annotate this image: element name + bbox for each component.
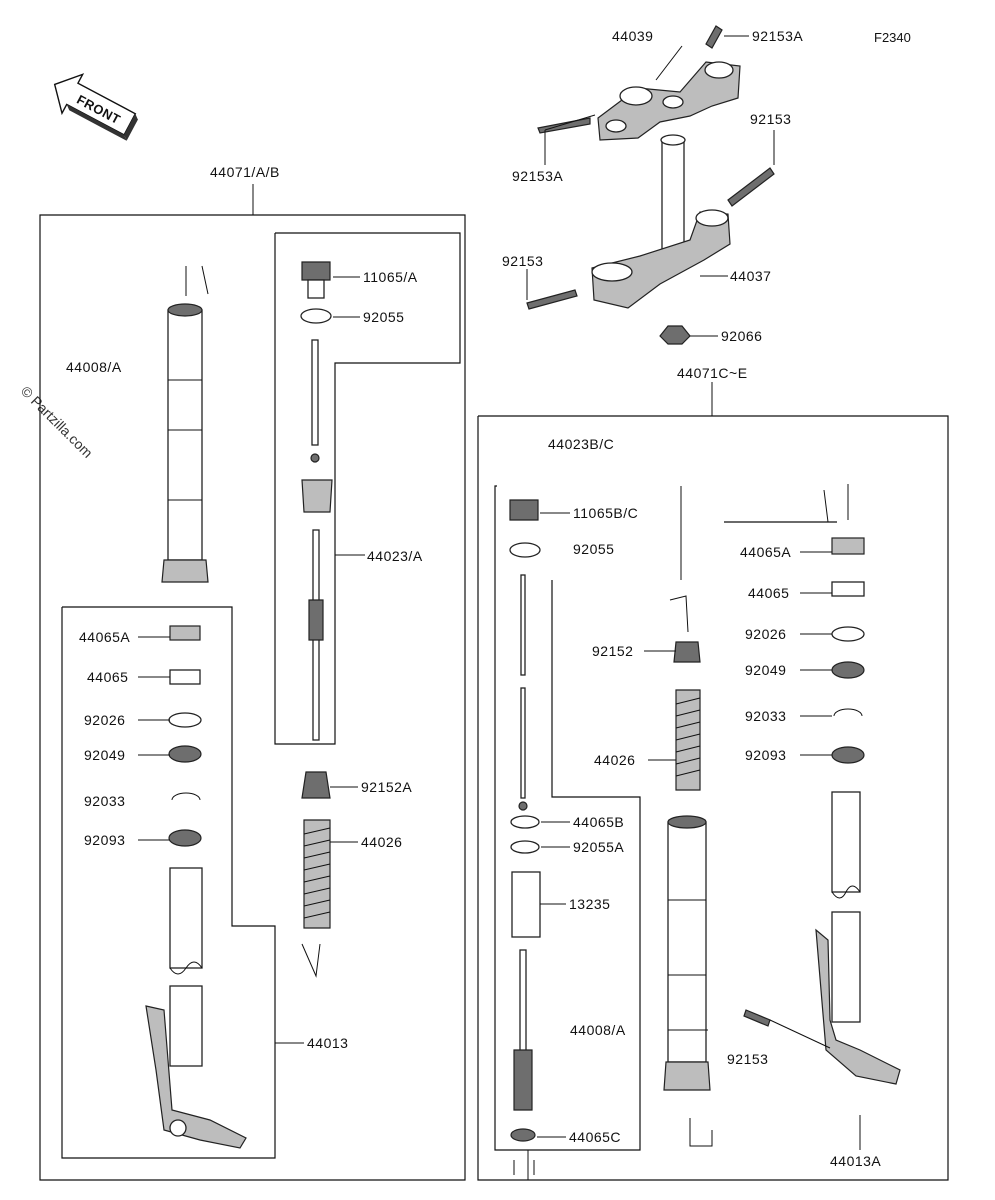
upper-triple-clamp	[597, 61, 741, 141]
outer-tube-right	[663, 815, 713, 1147]
seals-left	[168, 625, 202, 847]
callout-44023a: 44023/A	[367, 548, 423, 564]
callout-44039: 44039	[612, 28, 653, 44]
callout-44013: 44013	[307, 1035, 348, 1051]
callout-92153a-top: 92153A	[752, 28, 803, 44]
callout-44008a-left: 44008/A	[66, 359, 122, 375]
callout-44065a-left: 44065A	[79, 629, 130, 645]
callout-44065a-right: 44065A	[740, 544, 791, 560]
callout-92153-right: 92153	[727, 1051, 768, 1067]
spring-right	[669, 486, 701, 791]
callout-44026-right: 44026	[594, 752, 635, 768]
watermark: © Partzilla.com	[18, 383, 96, 461]
callout-92153-top: 92153	[750, 111, 791, 127]
callout-92055a: 92055A	[573, 839, 624, 855]
callout-labels: 44039 92153A 92153A 92153 92153 44037 92…	[66, 28, 881, 1169]
callout-92093-left: 92093	[84, 832, 125, 848]
callout-92049-right: 92049	[745, 662, 786, 678]
front-arrow-icon: FRONT	[53, 73, 138, 141]
callout-44065-right: 44065	[748, 585, 789, 601]
callout-92152a: 92152A	[361, 779, 412, 795]
callout-44037: 44037	[730, 268, 771, 284]
callout-92153-left: 92153	[502, 253, 543, 269]
callout-44013a: 44013A	[830, 1153, 881, 1169]
cartridge-right	[509, 499, 541, 1175]
callout-44023bc: 44023B/C	[548, 436, 614, 452]
callout-92055-right: 92055	[573, 541, 614, 557]
outer-tube-left	[161, 265, 209, 583]
callout-92093-right: 92093	[745, 747, 786, 763]
left-fork-assembly: 44071/A/B	[39, 164, 466, 1181]
callout-11065bc: 11065B/C	[573, 505, 638, 521]
spring-left	[301, 771, 331, 978]
callout-44065-left: 44065	[87, 669, 128, 685]
steering-stem-lower-clamp	[591, 134, 731, 345]
callout-92026-right: 92026	[745, 626, 786, 642]
callout-92066: 92066	[721, 328, 762, 344]
group-label-left: 44071/A/B	[210, 164, 280, 180]
callout-11065a: 11065/A	[363, 269, 418, 285]
figure-code: F2340	[874, 30, 911, 45]
leader-lines	[138, 35, 861, 1180]
callout-92152: 92152	[592, 643, 633, 659]
callout-92055-left: 92055	[363, 309, 404, 325]
callout-92033-right: 92033	[745, 708, 786, 724]
inner-tube-left	[145, 867, 247, 1149]
seals-right	[823, 484, 865, 764]
callout-44065b: 44065B	[573, 814, 624, 830]
group-label-right: 44071C~E	[677, 365, 748, 381]
callout-44008a-right: 44008/A	[570, 1022, 626, 1038]
callout-44026-left: 44026	[361, 834, 402, 850]
bolts-top	[526, 25, 775, 310]
right-fork-assembly: 44071C~E	[477, 365, 949, 1181]
cartridge-left	[300, 261, 333, 741]
callout-92153a-left: 92153A	[512, 168, 563, 184]
inner-tube-right	[743, 791, 901, 1085]
callout-44065c: 44065C	[569, 1129, 621, 1145]
callout-92033-left: 92033	[84, 793, 125, 809]
callout-92049-left: 92049	[84, 747, 125, 763]
callout-13235: 13235	[569, 896, 610, 912]
callout-92026-left: 92026	[84, 712, 125, 728]
